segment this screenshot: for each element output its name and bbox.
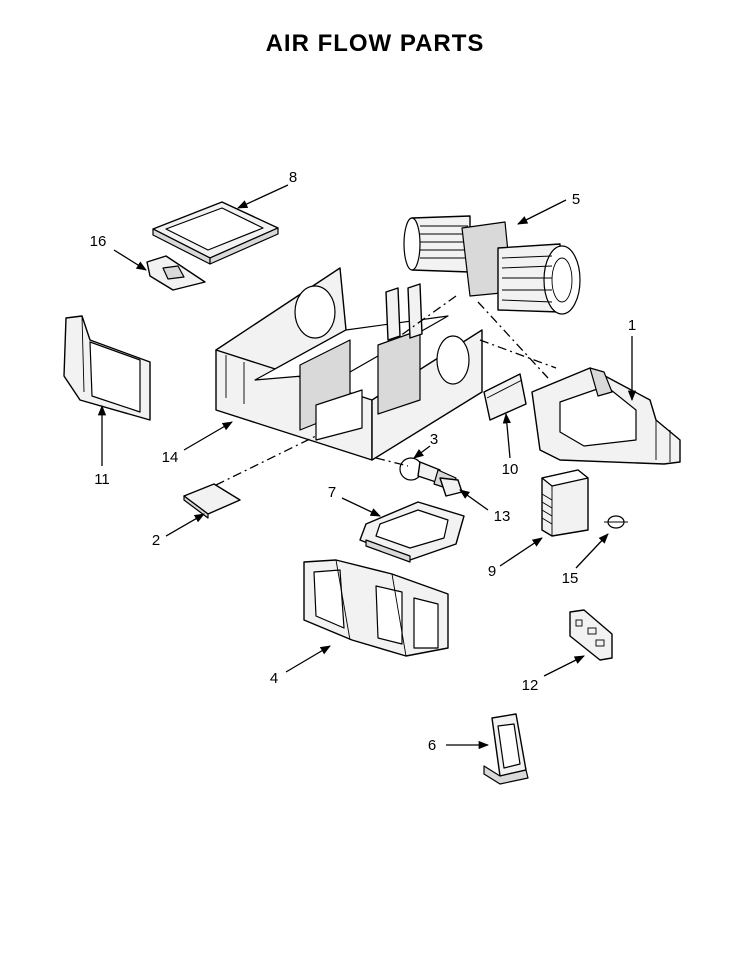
part-6-vent-grille[interactable]: [483, 713, 529, 785]
callout-4: 4: [270, 670, 278, 687]
part-15-thermal-fuse[interactable]: [604, 515, 628, 529]
part-1-waveguide[interactable]: [531, 367, 681, 465]
callout-1: 1: [628, 317, 636, 334]
callout-13: 13: [494, 508, 511, 525]
part-12-control-board[interactable]: [569, 609, 613, 661]
part-9-transformer[interactable]: [541, 469, 589, 537]
callout-2: 2: [152, 532, 160, 549]
part-11-side-duct[interactable]: [63, 315, 151, 421]
callout-3: 3: [430, 431, 438, 448]
part-7-cover-plate[interactable]: [359, 501, 465, 563]
part-10-plate[interactable]: [483, 373, 527, 421]
page-title: AIR FLOW PARTS: [265, 30, 485, 57]
leader-arrows: [97, 184, 637, 750]
callout-11: 11: [94, 471, 110, 488]
part-16-plate[interactable]: [146, 255, 206, 291]
part-14-air-duct-housing[interactable]: [215, 267, 483, 461]
callout-9: 9: [488, 563, 496, 580]
callout-10: 10: [502, 461, 519, 478]
assembly-lines: [215, 295, 557, 486]
part-4-duct-base[interactable]: [303, 559, 449, 657]
callout-16: 16: [90, 233, 107, 250]
callout-8: 8: [289, 169, 297, 186]
part-13-lamp-socket[interactable]: [439, 477, 463, 497]
callout-12: 12: [522, 677, 539, 694]
part-5-blower-motor[interactable]: [403, 215, 581, 315]
callout-7: 7: [328, 484, 336, 501]
part-2-cover[interactable]: [183, 483, 241, 519]
callout-15: 15: [562, 570, 579, 587]
callout-14: 14: [162, 449, 179, 466]
callout-labels: 8 16 5 1 11 14 3 10 2 7 13 9 15 4 12 6: [90, 169, 637, 754]
callout-6: 6: [428, 737, 436, 754]
callout-5: 5: [572, 191, 580, 208]
part-8-filter-frame[interactable]: [152, 201, 279, 265]
